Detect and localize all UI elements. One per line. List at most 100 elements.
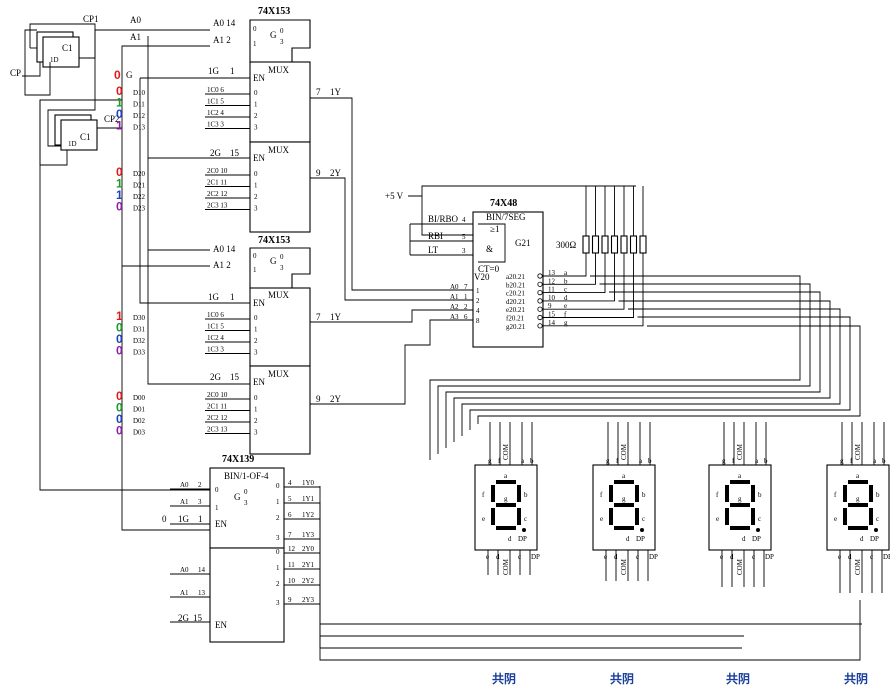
ff1-c1-label: C1: [62, 43, 73, 53]
segment-dp: [522, 528, 526, 532]
decoder-139-1g-pin: 1: [198, 514, 203, 524]
output-name: 2Y3: [302, 596, 315, 604]
cp-label: CP: [10, 68, 21, 78]
input-d-label: D00: [133, 394, 146, 402]
svg-text:0: 0: [280, 253, 284, 261]
input-d-label: D31: [133, 326, 146, 334]
display-caption: 共阴: [844, 671, 868, 686]
mux-input-index: 1: [254, 406, 258, 414]
a1-label: A1: [130, 32, 141, 42]
input-pin: 2C1 11: [207, 179, 228, 187]
segment-dp: [756, 528, 760, 532]
pin-f-top: f: [616, 457, 619, 465]
seg-label-g: g: [856, 495, 860, 503]
seg-label-a: a: [856, 472, 860, 480]
output-index: 1: [276, 498, 280, 506]
input-d-label: D32: [133, 337, 146, 345]
input-value: 0: [116, 412, 123, 426]
seg-label-a: a: [504, 472, 508, 480]
g-value: 0: [114, 68, 121, 82]
output-seg: e: [564, 302, 567, 310]
seg-label-g: g: [738, 495, 742, 503]
com-bottom: COM: [502, 558, 510, 575]
segment-bus-wiring: [319, 275, 885, 661]
resistor: [620, 235, 628, 254]
seg-label-g: g: [504, 495, 508, 503]
mux-upper-2-label: MUX: [268, 145, 290, 155]
input-pin: 2C2 12: [207, 414, 228, 422]
input-pin: 1C0 6: [207, 86, 224, 94]
ff2-c1-label: C1: [80, 132, 91, 142]
segment-a: [614, 480, 634, 484]
input-value: 1: [116, 119, 123, 133]
seg-label-d: d: [626, 535, 630, 543]
mux-upper-2-outpin: 9: [316, 168, 321, 178]
output-bubble: [537, 273, 543, 279]
output-name: 2Y0: [302, 545, 315, 553]
pin-dp-bottom: DP: [765, 553, 774, 561]
output-label: g20.21: [506, 323, 526, 331]
segment-b: [635, 485, 639, 502]
select-pin: 2: [198, 481, 202, 489]
com-bottom: COM: [854, 558, 862, 575]
svg-text:0: 0: [253, 252, 257, 260]
input-value: 0: [116, 344, 123, 358]
mux-lower-title: 74X153: [258, 235, 290, 246]
output-seg: g: [564, 319, 568, 327]
output-bubble: [537, 289, 543, 296]
input-label: A3: [450, 313, 459, 321]
input-weight: 1: [476, 287, 480, 295]
input-pin: 2C1 11: [207, 403, 228, 411]
input-value: 0: [116, 321, 123, 335]
resistor: [601, 235, 609, 254]
segment-d: [496, 526, 516, 530]
output-bubble: [537, 314, 543, 321]
output-index: 0: [276, 482, 280, 490]
decoder-139-2g: 2G: [178, 613, 190, 623]
mux-lower-sel-a0: A0 14: [213, 244, 236, 254]
output-label: d20.21: [506, 298, 526, 306]
seg-label-a: a: [738, 472, 742, 480]
output-bubble: [537, 281, 543, 287]
svg-text:EN: EN: [215, 620, 227, 630]
segment-b: [751, 485, 755, 502]
dp-label: DP: [870, 535, 879, 543]
mux-upper-2g: 2G: [210, 148, 222, 158]
segment-g: [730, 503, 750, 507]
input-value: 0: [116, 401, 123, 415]
mux-upper-title: 74X153: [258, 6, 290, 17]
select-label: A0: [180, 566, 189, 574]
input-d-label: D11: [133, 101, 145, 109]
mux-lower-sel-a1: A1 2: [213, 260, 231, 270]
control-label: BI/RBO: [428, 214, 459, 224]
seg-label-f: f: [716, 491, 719, 499]
svg-text:3: 3: [280, 38, 284, 46]
segment-b: [869, 485, 873, 502]
seg-label-f: f: [482, 491, 485, 499]
input-label: A0: [450, 283, 459, 291]
segment-g: [848, 503, 868, 507]
seg-label-g: g: [622, 495, 626, 503]
mux-to-decoder-wiring: [310, 97, 473, 405]
mux-lower-2-outpin: 9: [316, 394, 321, 404]
input-pin: 2C2 12: [207, 190, 228, 198]
input-d-label: D13: [133, 124, 146, 132]
input-d-label: D03: [133, 429, 146, 437]
segment-e: [609, 508, 613, 525]
resistor-label: 300Ω: [556, 240, 577, 250]
svg-text:0: 0: [280, 27, 284, 35]
segment-dp: [874, 528, 878, 532]
decoder-139-1g: 1G: [178, 514, 190, 524]
input-pin: 6: [464, 313, 468, 321]
output-pin: 10: [548, 294, 556, 302]
display-caption: 共阴: [610, 671, 634, 686]
svg-text:0: 0: [253, 25, 257, 33]
output-name: 1Y2: [302, 511, 315, 519]
output-label: f20.21: [506, 315, 525, 323]
input-pin: 1: [464, 293, 468, 301]
